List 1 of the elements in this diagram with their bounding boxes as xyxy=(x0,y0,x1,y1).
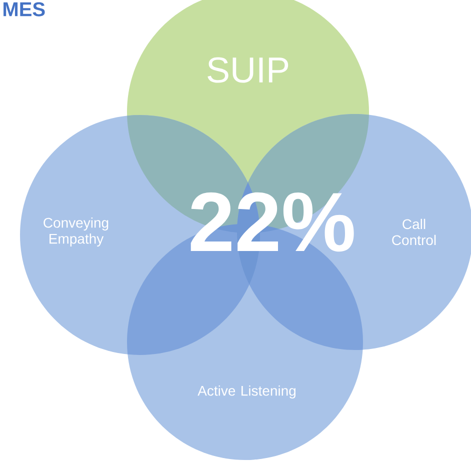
title: MES xyxy=(4,2,45,16)
